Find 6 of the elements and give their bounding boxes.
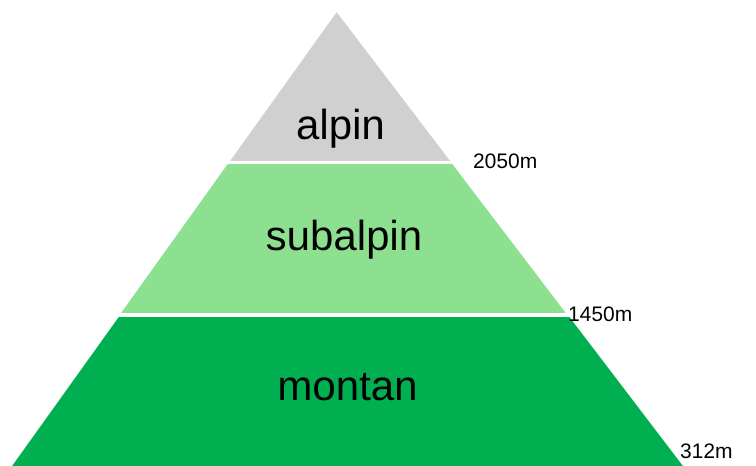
zone-label: montan xyxy=(277,362,418,410)
elevation-label: 312m xyxy=(680,440,733,464)
elevation-label: 2050m xyxy=(473,150,538,174)
zone-label: subalpin xyxy=(266,212,422,260)
zone-label: alpin xyxy=(296,101,385,149)
elevation-label: 1450m xyxy=(568,303,632,327)
